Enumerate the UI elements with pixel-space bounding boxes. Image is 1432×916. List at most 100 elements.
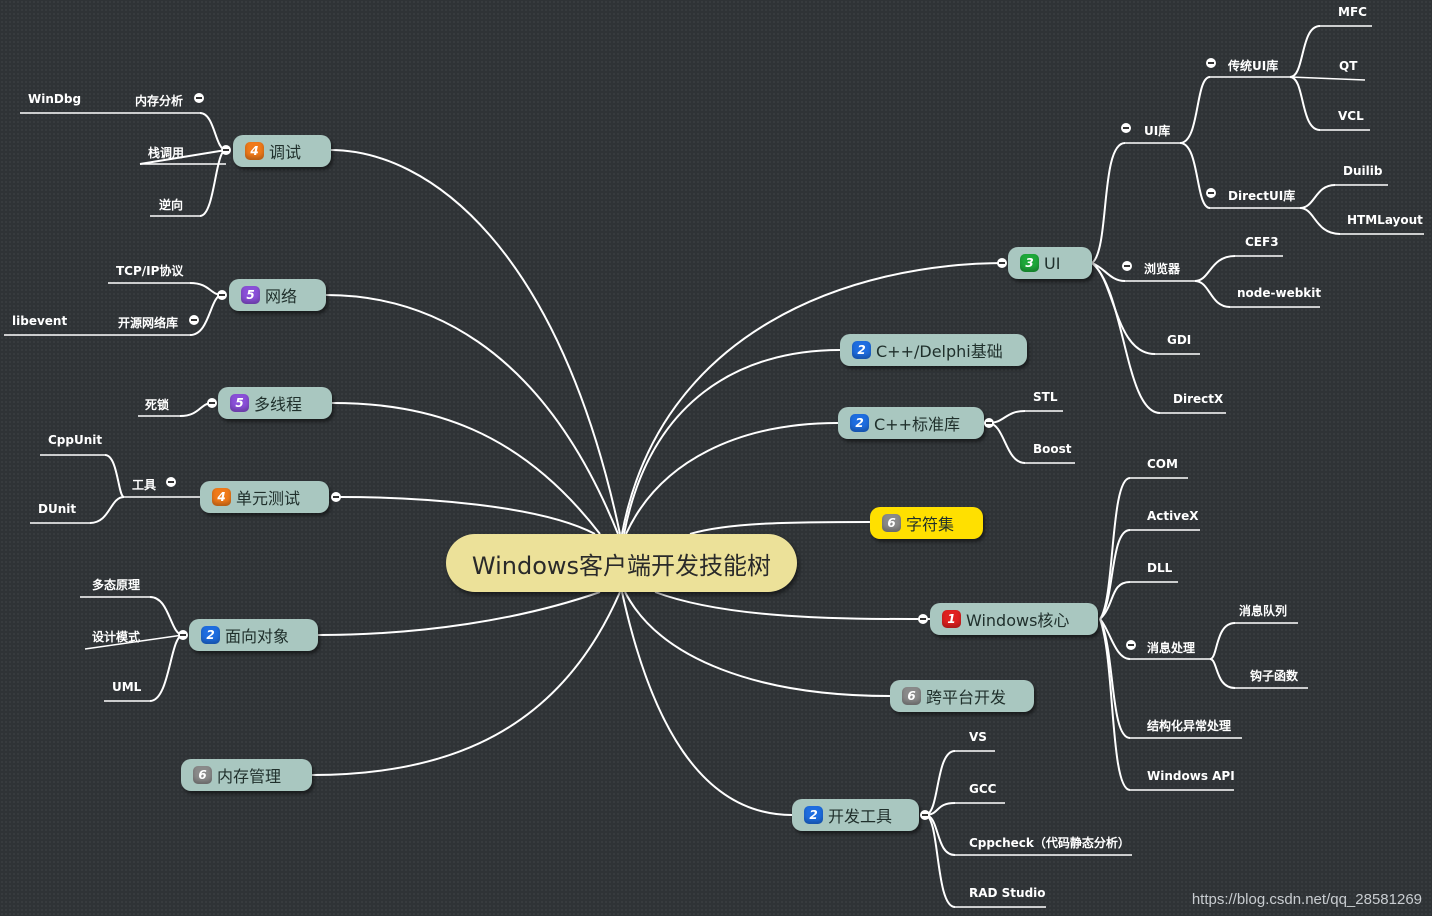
leaf-libevent[interactable]: libevent [12, 314, 68, 328]
leaf-cppcheck[interactable]: Cppcheck（代码静态分析） [969, 836, 1130, 850]
leaf-directx[interactable]: DirectX [1173, 392, 1224, 406]
node-cross-platform[interactable]: 6 跨平台开发 [890, 680, 1034, 712]
node-label: 网络 [265, 287, 298, 306]
leaf-open-net-lib[interactable]: 开源网络库 [118, 316, 179, 330]
leaf-reverse[interactable]: 逆向 [159, 198, 184, 212]
leaf-call-stack[interactable]: 栈调用 [148, 146, 185, 160]
node-multithread[interactable]: 5 多线程 [218, 387, 332, 419]
node-label: UI [1044, 253, 1061, 273]
leaf-windows-api[interactable]: Windows API [1147, 769, 1235, 783]
collapse-icon[interactable] [1121, 123, 1131, 133]
collapse-icon[interactable] [221, 145, 231, 155]
node-label: 字符集 [906, 515, 955, 534]
node-label: 开发工具 [828, 807, 893, 826]
priority-6-icon: 6 [882, 514, 901, 532]
collapse-icon[interactable] [918, 614, 928, 624]
priority-6-icon: 6 [902, 687, 921, 705]
leaf-rad-studio[interactable]: RAD Studio [969, 886, 1046, 900]
node-label: C++标准库 [874, 415, 960, 434]
leaf-polymorphism[interactable]: 多态原理 [92, 578, 141, 592]
leaf-qt[interactable]: QT [1339, 59, 1358, 73]
collapse-icon[interactable] [178, 630, 188, 640]
leaf-gcc[interactable]: GCC [969, 782, 997, 796]
leaf-activex[interactable]: ActiveX [1147, 509, 1199, 523]
collapse-icon[interactable] [1206, 188, 1216, 198]
leaf-vs[interactable]: VS [969, 730, 987, 744]
node-unit-test[interactable]: 4 单元测试 [200, 481, 329, 513]
collapse-icon[interactable] [331, 492, 341, 502]
leaf-message-queue[interactable]: 消息队列 [1239, 604, 1288, 618]
node-cpp-stdlib[interactable]: 2 C++标准库 [838, 407, 984, 439]
leaf-stl[interactable]: STL [1033, 390, 1058, 404]
node-dev-tools[interactable]: 2 开发工具 [792, 799, 919, 831]
collapse-icon[interactable] [166, 477, 176, 487]
leaf-uml[interactable]: UML [112, 680, 142, 694]
leaf-tools[interactable]: 工具 [132, 478, 157, 492]
leaf-directui-lib[interactable]: DirectUI库 [1228, 189, 1296, 203]
node-label: 多线程 [254, 395, 303, 414]
priority-5-icon: 5 [230, 394, 249, 412]
watermark: https://blog.csdn.net/qq_28581269 [1191, 891, 1422, 908]
collapse-icon[interactable] [207, 398, 217, 408]
leaf-duilib[interactable]: Duilib [1343, 164, 1383, 178]
leaf-cef3[interactable]: CEF3 [1245, 235, 1279, 249]
priority-6-icon: 6 [193, 766, 212, 784]
leaf-tcpip[interactable]: TCP/IP协议 [116, 264, 184, 278]
collapse-icon[interactable] [997, 258, 1007, 268]
leaf-com[interactable]: COM [1147, 457, 1178, 471]
node-label: C++/Delphi基础 [876, 342, 1003, 361]
leaf-design-pattern[interactable]: 设计模式 [92, 630, 141, 644]
leaf-dll[interactable]: DLL [1147, 561, 1173, 575]
collapse-icon[interactable] [984, 418, 994, 428]
node-debug[interactable]: 4 调试 [233, 135, 331, 167]
collapse-icon[interactable] [189, 315, 199, 325]
node-cpp-delphi[interactable]: 2 C++/Delphi基础 [840, 334, 1027, 366]
node-label: 内存管理 [217, 767, 282, 786]
priority-4-icon: 4 [212, 488, 231, 506]
collapse-icon[interactable] [1126, 640, 1136, 650]
collapse-icon[interactable] [1206, 58, 1216, 68]
node-label: 面向对象 [225, 627, 290, 646]
node-oop[interactable]: 2 面向对象 [189, 619, 318, 651]
priority-5-icon: 5 [241, 286, 260, 304]
node-network[interactable]: 5 网络 [229, 279, 326, 311]
leaf-windbg[interactable]: WinDbg [28, 92, 82, 106]
priority-2-icon: 2 [201, 626, 220, 644]
leaf-hook-function[interactable]: 钩子函数 [1250, 669, 1299, 683]
collapse-icon[interactable] [1122, 261, 1132, 271]
leaf-dunit[interactable]: DUnit [38, 502, 77, 516]
leaf-deadlock[interactable]: 死锁 [145, 398, 170, 412]
priority-3-icon: 3 [1020, 254, 1039, 272]
leaf-mfc[interactable]: MFC [1338, 5, 1367, 19]
priority-2-icon: 2 [852, 341, 871, 359]
priority-2-icon: 2 [804, 806, 823, 824]
node-label: 调试 [269, 143, 302, 162]
leaf-seh[interactable]: 结构化异常处理 [1147, 719, 1232, 733]
node-charset[interactable]: 6 字符集 [870, 507, 983, 539]
collapse-icon[interactable] [920, 810, 930, 820]
collapse-icon[interactable] [217, 290, 227, 300]
leaf-browser[interactable]: 浏览器 [1144, 262, 1181, 276]
node-label: 单元测试 [236, 489, 301, 508]
node-label: 跨平台开发 [926, 688, 1007, 707]
priority-1-icon: 1 [942, 610, 961, 628]
leaf-vcl[interactable]: VCL [1338, 109, 1364, 123]
root-node[interactable]: Windows客户端开发技能树 [446, 534, 797, 592]
collapse-icon[interactable] [194, 93, 204, 103]
leaf-node-webkit[interactable]: node-webkit [1237, 286, 1322, 300]
leaf-htmlayout[interactable]: HTMLayout [1347, 213, 1423, 227]
node-memory-management[interactable]: 6 内存管理 [181, 759, 312, 791]
priority-4-icon: 4 [245, 142, 264, 160]
node-ui[interactable]: 3 UI [1008, 247, 1092, 279]
node-windows-core[interactable]: 1 Windows核心 [930, 603, 1098, 635]
node-label: Windows核心 [966, 611, 1070, 630]
leaf-cppunit[interactable]: CppUnit [48, 433, 103, 447]
priority-2-icon: 2 [850, 414, 869, 432]
leaf-classic-ui-lib[interactable]: 传统UI库 [1228, 59, 1279, 73]
leaf-memory-analysis[interactable]: 内存分析 [135, 94, 184, 108]
leaf-message-handling[interactable]: 消息处理 [1147, 641, 1196, 655]
leaf-ui-lib[interactable]: UI库 [1144, 124, 1171, 138]
leaf-gdi[interactable]: GDI [1167, 333, 1192, 347]
leaf-boost[interactable]: Boost [1033, 442, 1072, 456]
